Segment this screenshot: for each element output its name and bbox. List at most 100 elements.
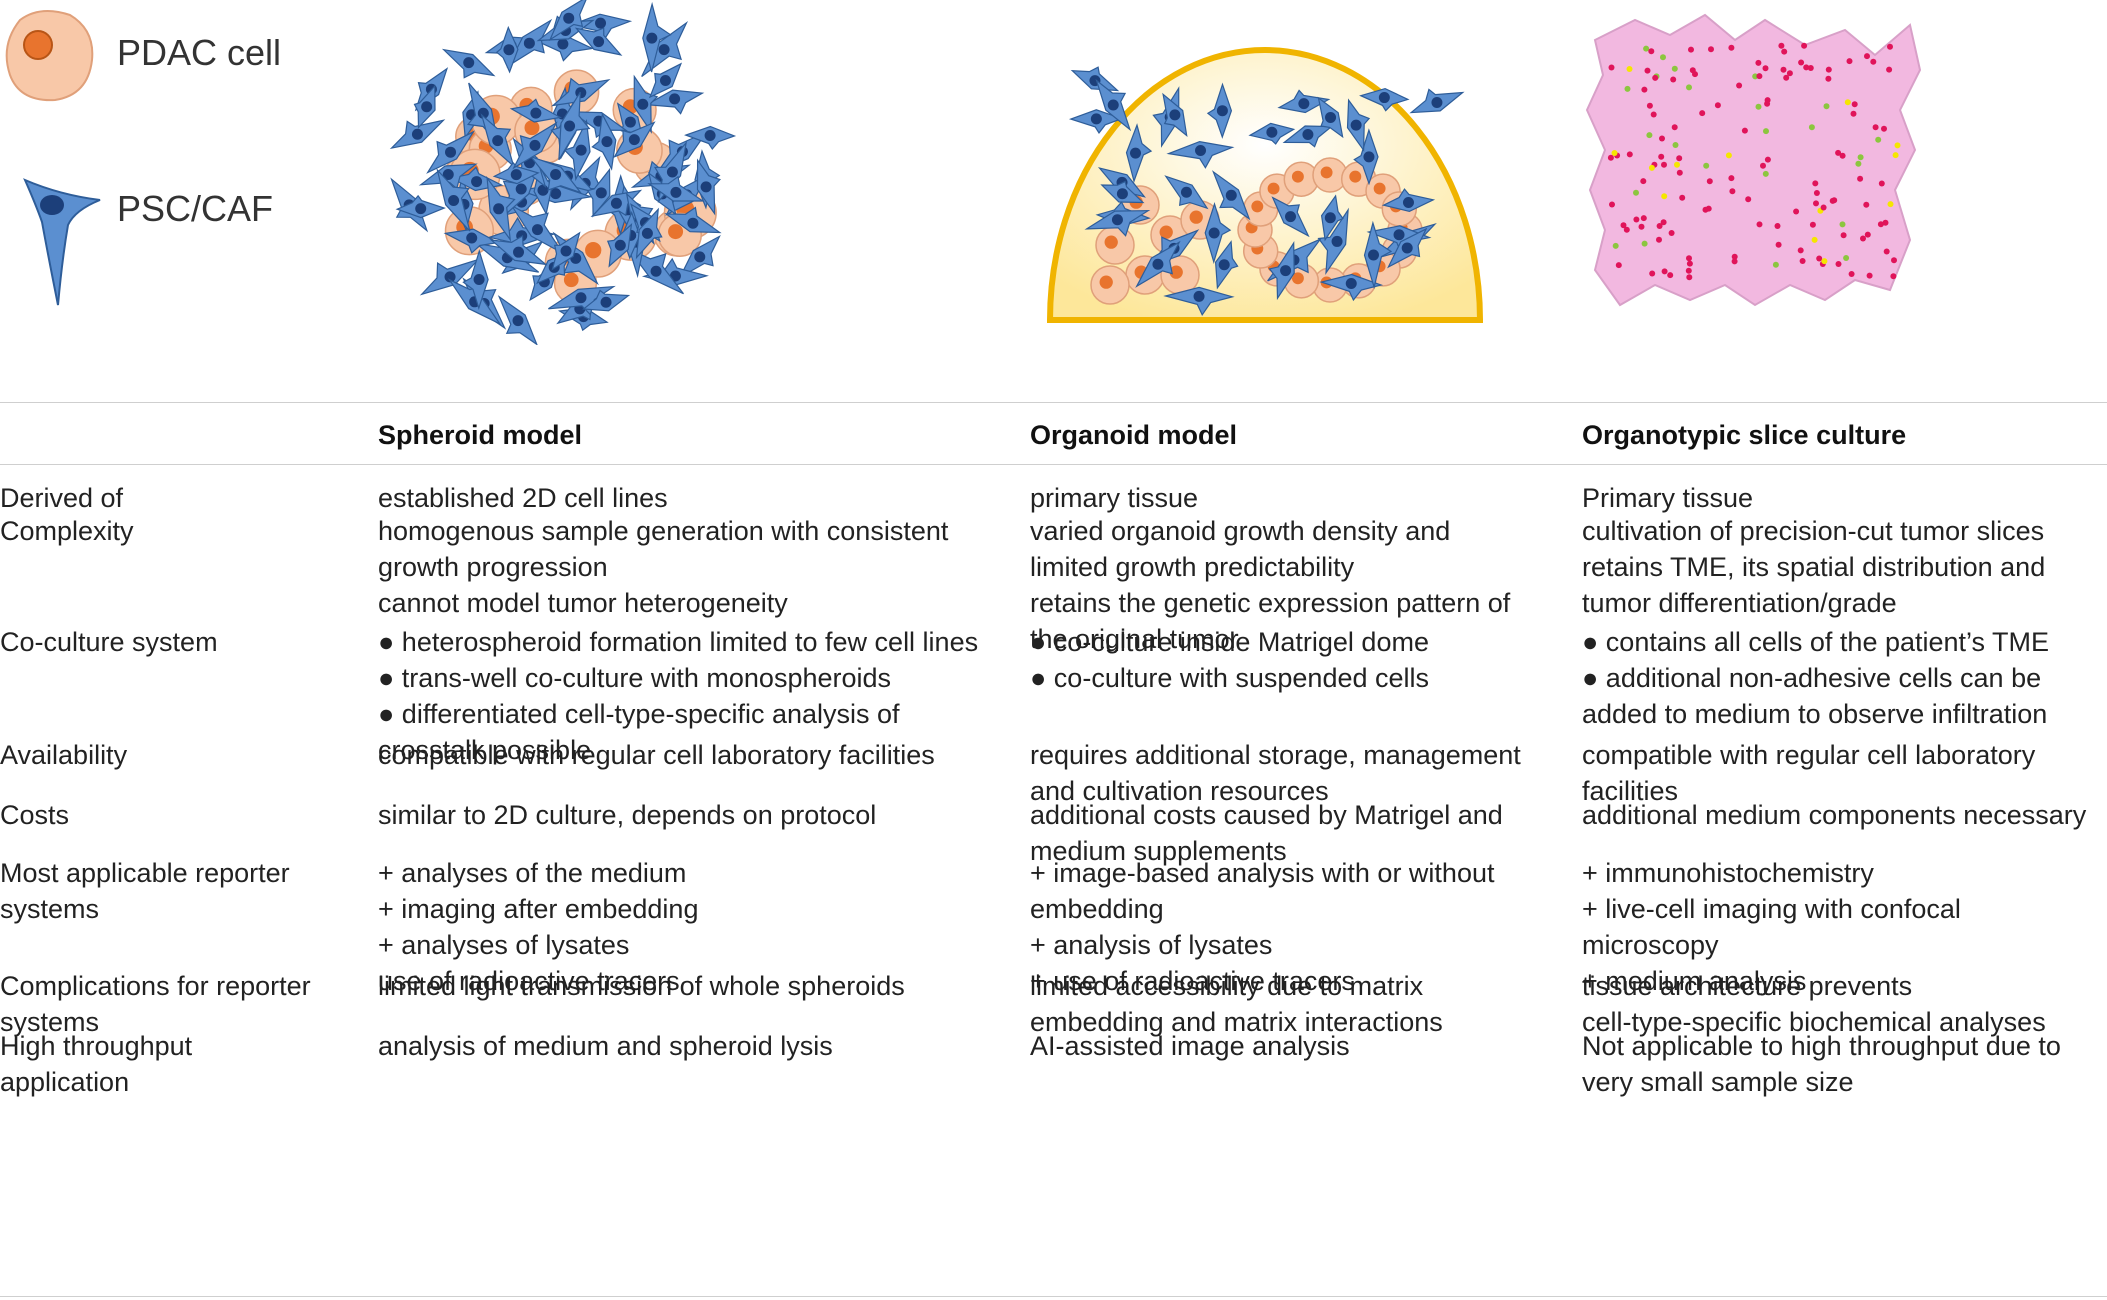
cell-dot bbox=[1813, 200, 1819, 207]
cell-line: + immunohistochemistry bbox=[1582, 858, 1874, 888]
cell-dot bbox=[1798, 59, 1805, 66]
table-cell-spheroid: + analyses of the medium+ imaging after … bbox=[378, 855, 698, 999]
cell-line: ● co-culture inside Matrigel dome bbox=[1030, 627, 1429, 657]
cell-dot bbox=[1728, 44, 1735, 51]
psc-nucleus bbox=[471, 176, 483, 188]
cell-dot bbox=[1633, 189, 1639, 196]
cell-dot bbox=[1807, 65, 1814, 71]
cell-dot bbox=[1660, 54, 1666, 61]
table-cell-spheroid: similar to 2D culture, depends on protoc… bbox=[378, 797, 876, 833]
cell-dot bbox=[1801, 42, 1808, 49]
cell-line: systems bbox=[0, 894, 100, 924]
psc-nucleus bbox=[523, 37, 535, 49]
cell-dot bbox=[1612, 242, 1619, 249]
cell-dot bbox=[1809, 221, 1816, 228]
cell-line: ● heterospheroid formation limited to fe… bbox=[378, 627, 979, 657]
cell-dot bbox=[1887, 201, 1894, 208]
cell-dot bbox=[1825, 66, 1832, 73]
cell-dot bbox=[1875, 136, 1882, 143]
cell-dot bbox=[1650, 111, 1657, 118]
psc-nucleus bbox=[1393, 229, 1405, 241]
psc-nucleus bbox=[537, 184, 549, 196]
cell-dot bbox=[1878, 180, 1885, 187]
pdac-nucleus bbox=[1104, 235, 1118, 249]
table-cell-slice: + immunohistochemistry+ live-cell imagin… bbox=[1582, 855, 1961, 999]
table-cell-label: Complexity bbox=[0, 513, 134, 549]
cell-dot bbox=[1872, 124, 1879, 131]
table-header-rule bbox=[0, 464, 2107, 465]
table-cell-label: Costs bbox=[0, 797, 69, 833]
cell-line: ● trans-well co-culture with monospheroi… bbox=[378, 663, 892, 693]
cell-dot bbox=[1755, 59, 1762, 66]
psc-caf-icon bbox=[23, 178, 101, 306]
cell-dot bbox=[1714, 102, 1721, 109]
psc-nucleus bbox=[1090, 113, 1102, 125]
psc-nucleus bbox=[1401, 242, 1413, 254]
psc-nucleus bbox=[1266, 126, 1278, 138]
cell-line: facilities bbox=[1582, 776, 1679, 806]
cell-dot bbox=[1699, 110, 1706, 117]
cell-line: primary tissue bbox=[1030, 483, 1199, 513]
cell-dot bbox=[1812, 180, 1819, 187]
cell-dot bbox=[1756, 73, 1763, 80]
psc-nucleus bbox=[575, 144, 587, 156]
psc-nucleus bbox=[593, 36, 605, 48]
cell-dot bbox=[1643, 45, 1650, 52]
cell-dot bbox=[1656, 236, 1662, 243]
cell-dot bbox=[1857, 175, 1864, 182]
cell-dot bbox=[1708, 46, 1714, 53]
cell-line: embedding and matrix interactions bbox=[1030, 1007, 1443, 1037]
cell-line: systems bbox=[0, 1007, 100, 1037]
psc-nucleus bbox=[1350, 119, 1362, 131]
cell-dot bbox=[1835, 261, 1842, 267]
cell-dot bbox=[1760, 162, 1766, 169]
cell-dot bbox=[1731, 258, 1738, 265]
cell-dot bbox=[1686, 84, 1692, 91]
cell-dot bbox=[1755, 103, 1762, 110]
cell-dot bbox=[1611, 150, 1618, 156]
cell-dot bbox=[1640, 178, 1647, 185]
psc-nucleus bbox=[1107, 99, 1119, 111]
cell-dot bbox=[1609, 201, 1615, 208]
psc-nucleus bbox=[595, 17, 607, 29]
psc-nucleus bbox=[1180, 186, 1192, 198]
psc-nucleus bbox=[666, 166, 678, 178]
cell-dot bbox=[1793, 208, 1800, 215]
header-spheroid-model: Spheroid model bbox=[378, 420, 583, 450]
psc-nucleus bbox=[658, 44, 670, 56]
cell-dot bbox=[1821, 258, 1828, 265]
cell-dot bbox=[1844, 99, 1851, 106]
psc-nucleus bbox=[1331, 235, 1343, 247]
psc-nucleus bbox=[421, 101, 433, 113]
cell-dot bbox=[1843, 255, 1850, 261]
psc-nucleus bbox=[550, 188, 562, 200]
table-cell-spheroid: analysis of medium and spheroid lysis bbox=[378, 1028, 833, 1064]
psc-nucleus bbox=[560, 245, 572, 257]
cell-dot bbox=[1736, 82, 1743, 89]
cell-dot bbox=[1762, 170, 1769, 177]
cell-dot bbox=[1671, 65, 1678, 72]
cell-dot bbox=[1607, 154, 1614, 161]
psc-nucleus bbox=[513, 246, 525, 258]
psc-nucleus bbox=[659, 74, 671, 86]
legend-psc-label: PSC/CAF bbox=[117, 188, 274, 229]
cell-line: growth progression bbox=[378, 552, 608, 582]
table-cell-slice: cultivation of precision-cut tumor slice… bbox=[1582, 513, 2045, 621]
pdac-nucleus bbox=[1251, 200, 1264, 213]
cell-dot bbox=[1850, 110, 1857, 117]
cell-dot bbox=[1851, 101, 1858, 108]
cell-dot bbox=[1829, 197, 1836, 204]
cell-dot bbox=[1808, 124, 1815, 131]
cell-line: application bbox=[0, 1067, 130, 1097]
table-cell-label: Co-culture system bbox=[0, 624, 218, 660]
cell-dot bbox=[1783, 74, 1790, 81]
table-cell-organoid: AI-assisted image analysis bbox=[1030, 1028, 1350, 1064]
cell-dot bbox=[1857, 154, 1864, 161]
cell-dot bbox=[1672, 142, 1679, 148]
cell-dot bbox=[1887, 43, 1893, 50]
cell-dot bbox=[1725, 152, 1732, 159]
cell-dot bbox=[1686, 260, 1693, 267]
cell-line: cultivation of precision-cut tumor slice… bbox=[1582, 516, 2045, 546]
